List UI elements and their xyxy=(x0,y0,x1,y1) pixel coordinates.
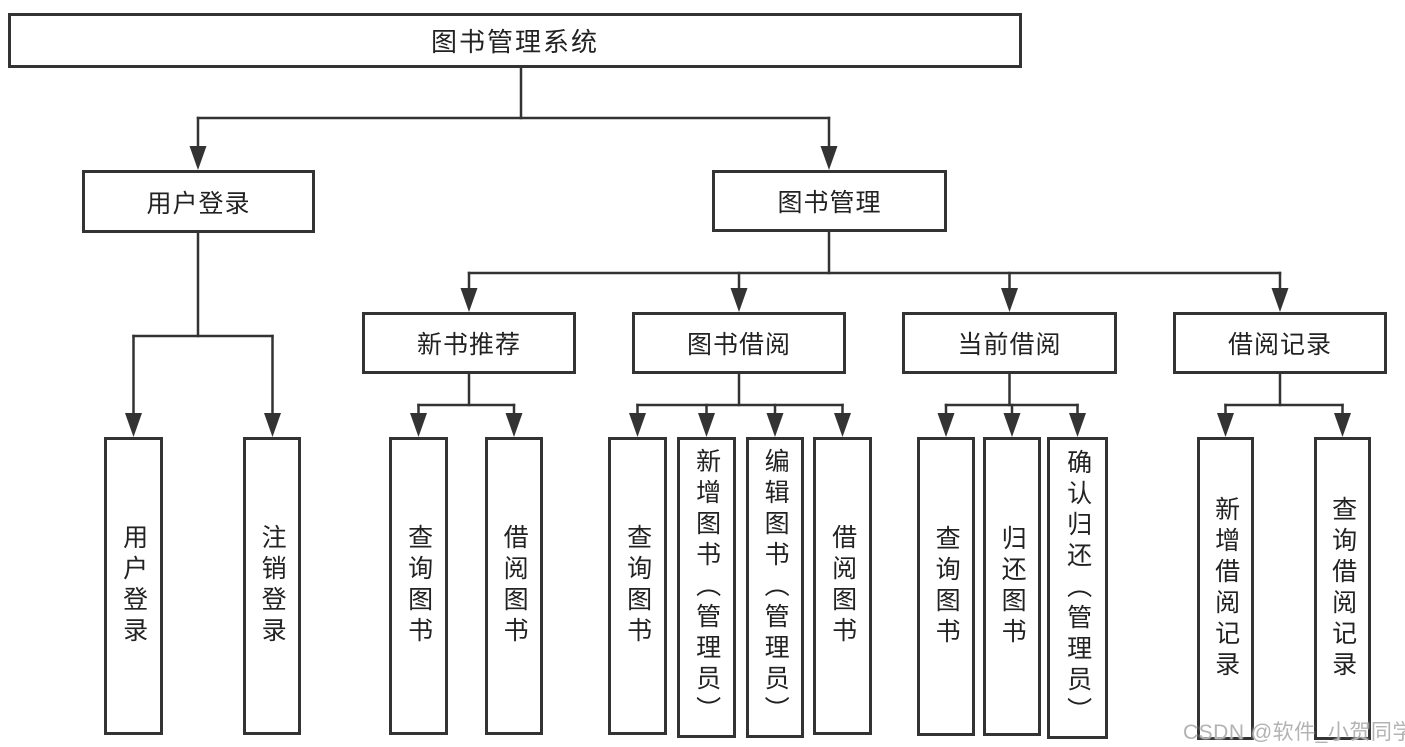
node-new-book-recommend-label: 新书推荐 xyxy=(416,331,521,359)
leaf-logout-label: 注销登录 xyxy=(258,524,287,648)
node-book-management-label: 图书管理 xyxy=(777,189,882,217)
leaf-user-login: 用户登录 xyxy=(104,437,163,735)
connector-root-to-level2 xyxy=(189,66,838,170)
node-borrow-record: 借阅记录 xyxy=(1173,312,1387,374)
node-user-login: 用户登录 xyxy=(82,170,315,233)
leaf-current-query-book-label: 查询图书 xyxy=(932,524,961,649)
connector-book-mgmt-children xyxy=(460,230,1289,312)
leaf-record-query-record-label: 查询借阅记录 xyxy=(1328,495,1357,682)
leaf-borrow-query-book: 查询图书 xyxy=(608,437,667,735)
leaf-record-query-record: 查询借阅记录 xyxy=(1314,437,1371,740)
leaf-newbook-query-book: 查询图书 xyxy=(389,437,448,735)
leaf-borrow-edit-book-admin: 编辑图书（管理员） xyxy=(746,437,804,738)
node-book-management: 图书管理 xyxy=(712,170,947,232)
leaf-newbook-borrow-book: 借阅图书 xyxy=(485,437,543,735)
node-current-borrow: 当前借阅 xyxy=(902,312,1117,374)
leaf-borrow-edit-book-admin-label: 编辑图书（管理员） xyxy=(761,448,790,727)
node-user-login-label: 用户登录 xyxy=(146,189,251,218)
node-borrow-record-label: 借阅记录 xyxy=(1227,331,1332,359)
connector-user-login-children xyxy=(125,231,281,437)
node-new-book-recommend: 新书推荐 xyxy=(362,312,576,374)
leaf-borrow-borrow-book-label: 借阅图书 xyxy=(828,524,857,648)
leaf-newbook-borrow-book-label: 借阅图书 xyxy=(500,524,529,648)
connector-book-borrow-children xyxy=(629,372,851,437)
node-book-borrow-label: 图书借阅 xyxy=(686,331,791,359)
leaf-borrow-add-book-admin: 新增图书（管理员） xyxy=(677,437,736,738)
connector-new-book-rec-children xyxy=(410,372,523,437)
node-book-borrow: 图书借阅 xyxy=(632,312,846,374)
leaf-borrow-add-book-admin-label: 新增图书（管理员） xyxy=(692,448,721,727)
leaf-current-query-book: 查询图书 xyxy=(917,437,975,736)
node-root-label: 图书管理系统 xyxy=(430,27,599,57)
leaf-record-add-record-label: 新增借阅记录 xyxy=(1211,495,1240,682)
leaf-record-add-record: 新增借阅记录 xyxy=(1197,437,1254,740)
connector-current-borrow-children xyxy=(937,372,1086,437)
connector-borrow-record-children xyxy=(1217,372,1351,437)
node-root: 图书管理系统 xyxy=(8,13,1022,68)
leaf-current-return-book-label: 归还图书 xyxy=(998,524,1027,649)
leaf-borrow-query-book-label: 查询图书 xyxy=(623,524,652,648)
leaf-current-confirm-return-admin: 确认归还（管理员） xyxy=(1047,437,1108,739)
leaf-current-confirm-return-admin-label: 确认归还（管理员） xyxy=(1063,448,1092,728)
leaf-borrow-borrow-book: 借阅图书 xyxy=(813,437,872,735)
csdn-watermark: CSDN @软件_小贺同学 xyxy=(1183,721,1405,744)
leaf-logout: 注销登录 xyxy=(243,437,301,735)
node-current-borrow-label: 当前借阅 xyxy=(957,331,1062,359)
leaf-current-return-book: 归还图书 xyxy=(983,437,1041,736)
leaf-user-login-label: 用户登录 xyxy=(119,524,148,648)
leaf-newbook-query-book-label: 查询图书 xyxy=(404,524,433,648)
